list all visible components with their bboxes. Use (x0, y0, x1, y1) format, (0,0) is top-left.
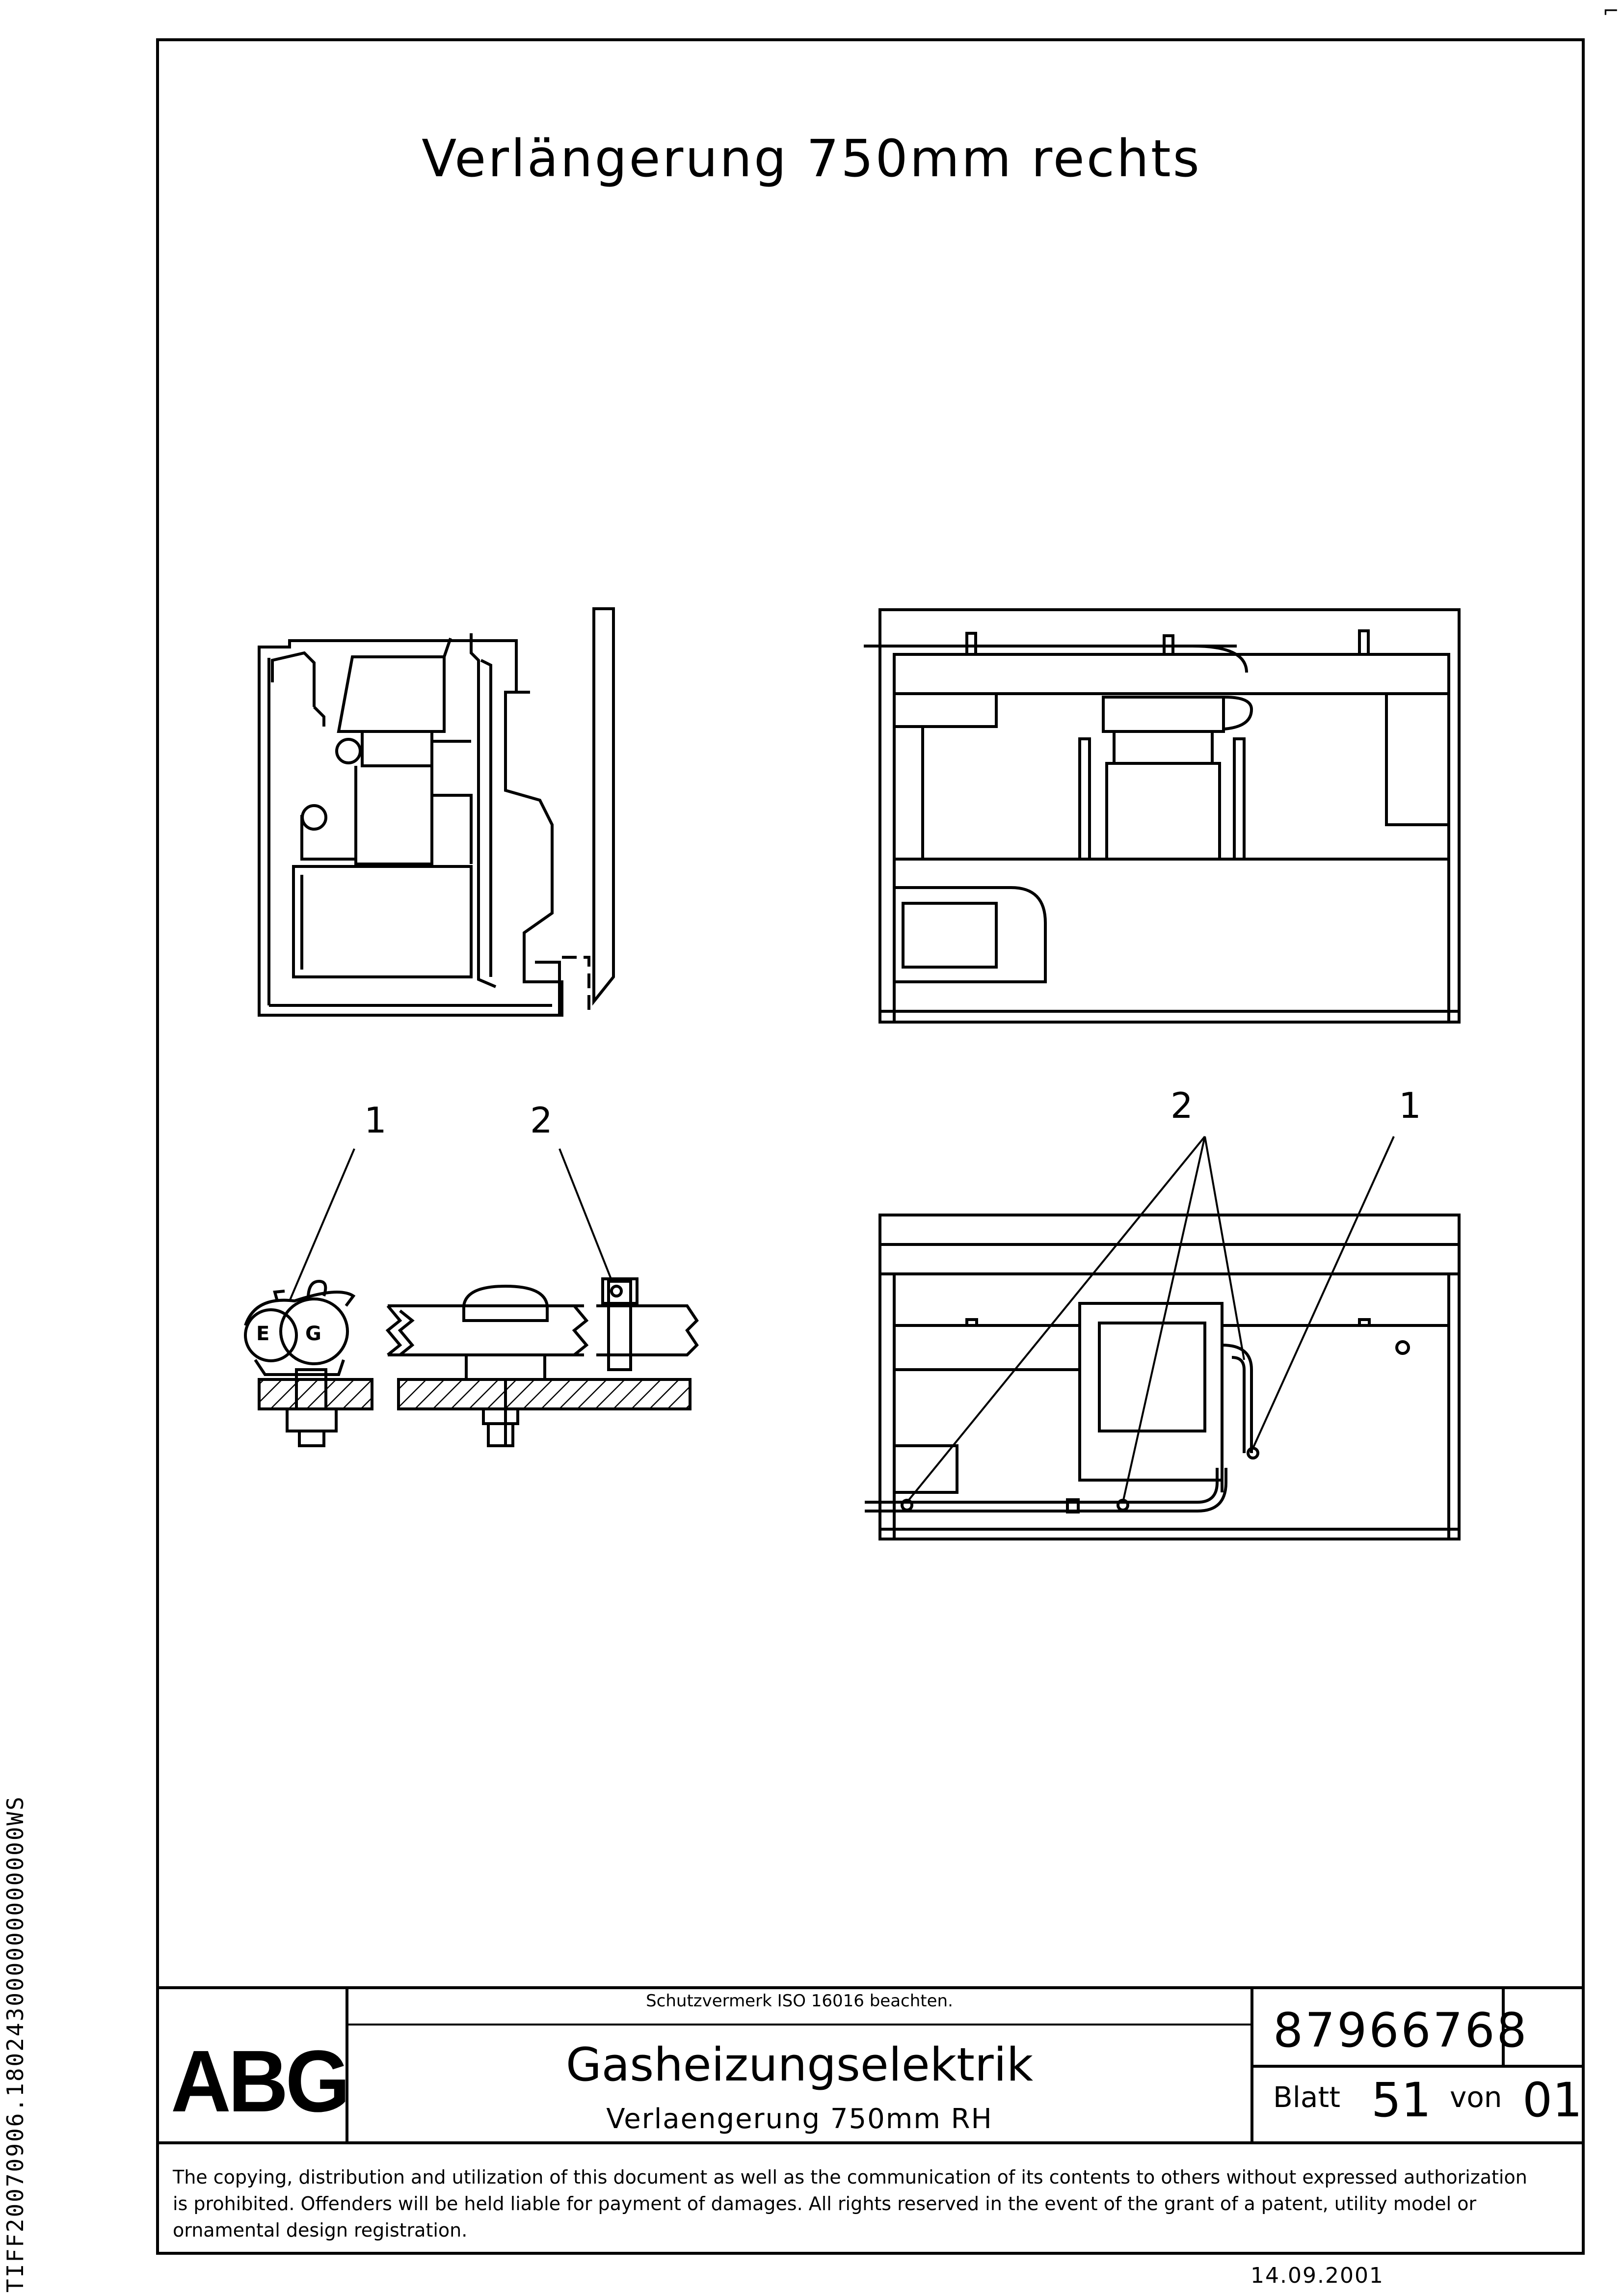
of-number: 01 (1522, 2073, 1583, 2128)
sheet-title: Verlängerung 750mm rechts (422, 129, 1201, 189)
drawing-subtitle: Verlaengerung 750mm RH (606, 2103, 993, 2135)
leader-lines (289, 1135, 1395, 1503)
document-number: 87966768 (1273, 2003, 1529, 2058)
sheet-label: Blatt (1273, 2080, 1340, 2114)
callout-right-1: 1 (1399, 1085, 1421, 1126)
drawing-title: Gasheizungselektrik (565, 2038, 1034, 2092)
notice-divider (348, 2024, 1251, 2026)
document-info-cell: 87966768 Blatt 51 von 01 (1253, 1989, 1582, 2141)
callout-right-2: 2 (1171, 1085, 1193, 1126)
plan-view-bottom (865, 1214, 1461, 1540)
issue-date: 14.09.2001 (1251, 2263, 1384, 2288)
title-cell: Schutzvermerk ISO 16016 beachten. Gashei… (348, 1989, 1253, 2141)
abg-logo: ABG (171, 2032, 350, 2131)
drawing-frame (156, 38, 1585, 2255)
side-view-drawing (258, 607, 615, 1017)
title-block: ABG Schutzvermerk ISO 16016 beachten. Ga… (156, 1986, 1585, 2141)
label-e: E (256, 1323, 270, 1345)
plan-view-top (864, 608, 1461, 1024)
protection-notice: Schutzvermerk ISO 16016 beachten. (646, 1991, 953, 2011)
label-g: G (305, 1323, 321, 1345)
of-label: von (1450, 2080, 1502, 2114)
copyright-notice: The copying, distribution and utilizatio… (156, 2141, 1585, 2255)
copyright-line: ornamental design registration. (173, 2219, 468, 2241)
logo-cell: ABG (156, 1989, 350, 2141)
copyright-line: The copying, distribution and utilizatio… (173, 2166, 1527, 2188)
callout-left-1: 1 (364, 1100, 387, 1141)
copyright-line: is prohibited. Offenders will be held li… (173, 2193, 1477, 2215)
clamp-detail-drawing (244, 1277, 699, 1447)
sheet-number: 51 (1371, 2073, 1432, 2128)
callout-left-2: 2 (530, 1100, 553, 1141)
document-number-cell: 87966768 (1253, 1989, 1527, 2068)
corner-mark: ⌐ (1602, 0, 1619, 23)
revision-cell (1505, 1989, 1582, 2068)
